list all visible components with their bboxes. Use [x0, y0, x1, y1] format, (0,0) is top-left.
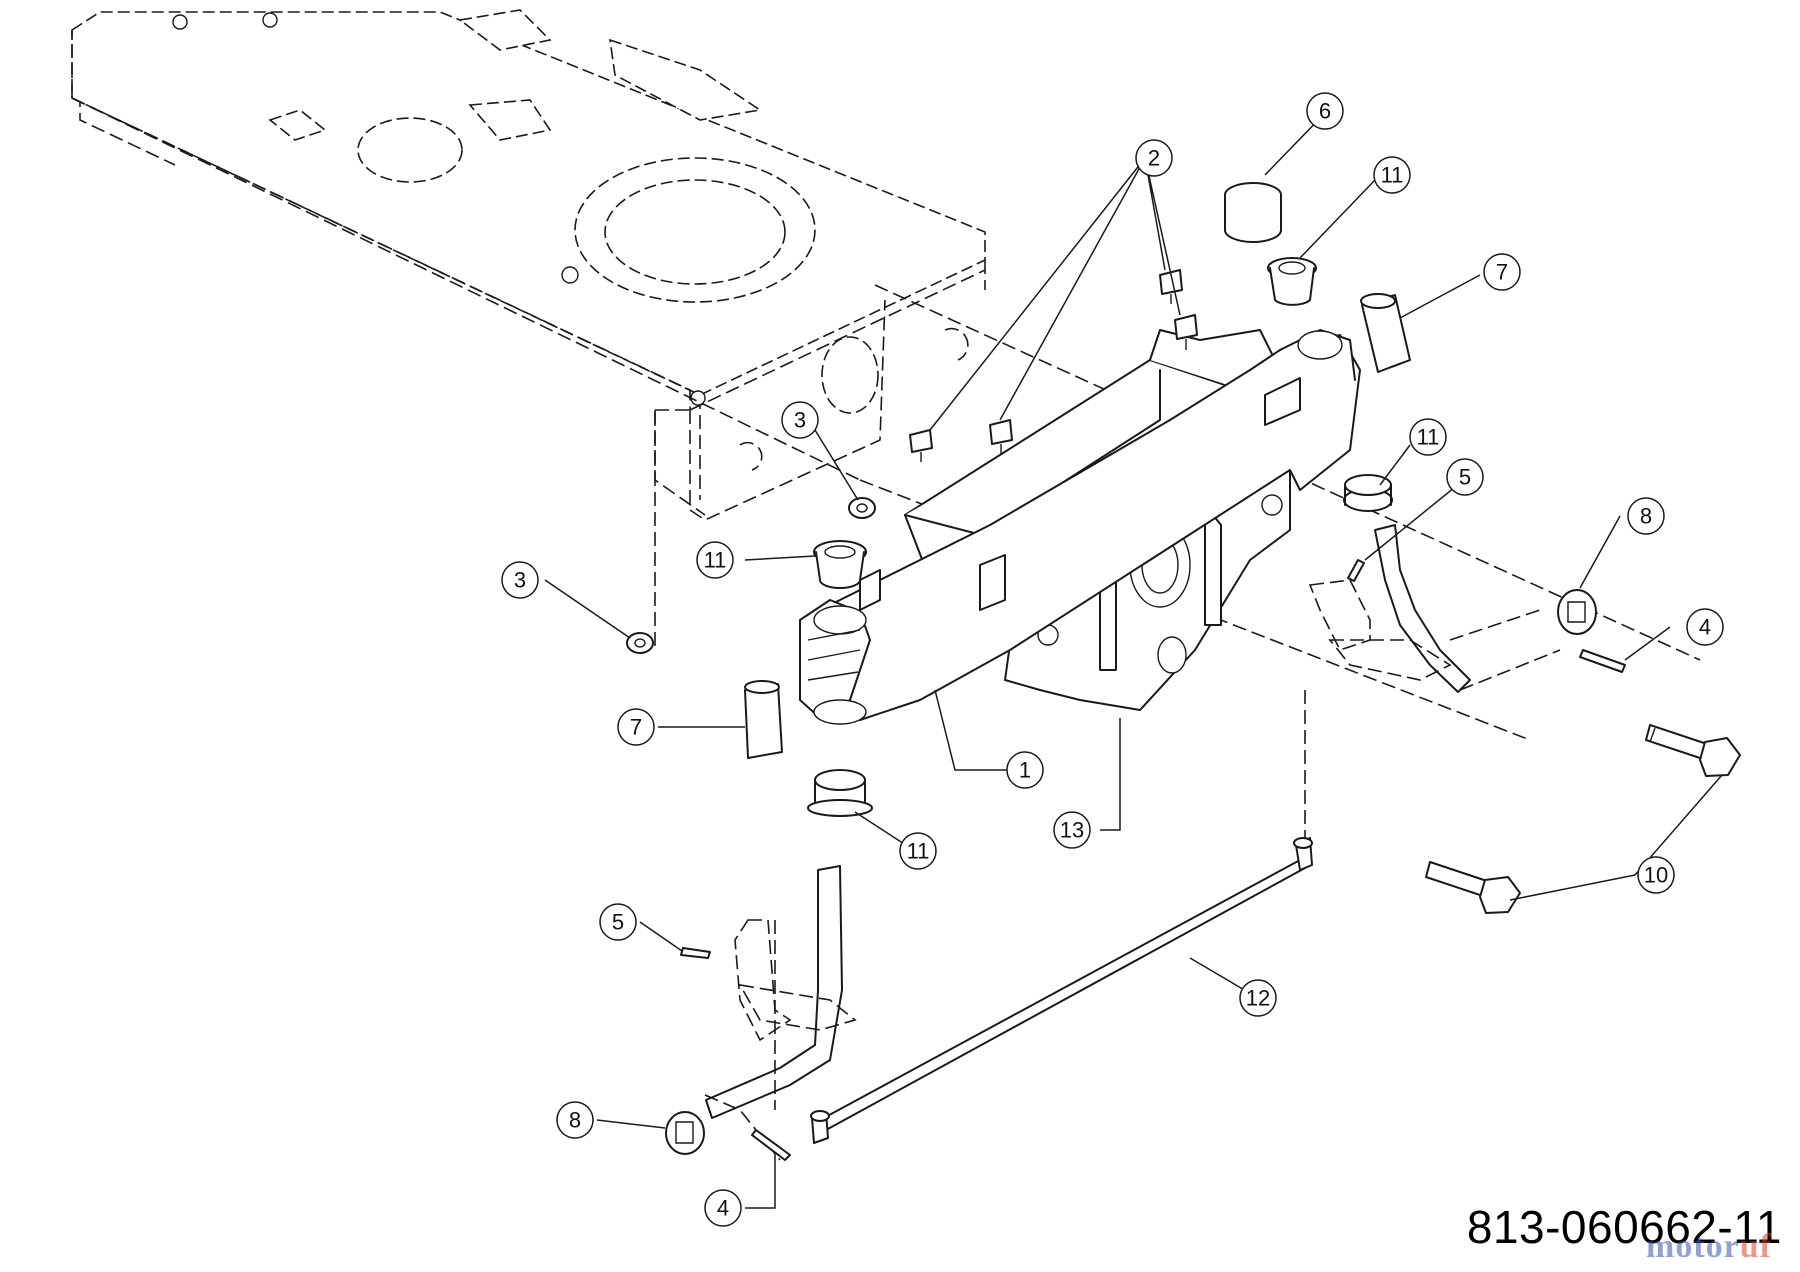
svg-text:4: 4: [717, 1196, 729, 1221]
callout-11-top: 11: [1373, 156, 1411, 194]
sleeve-right: [1360, 293, 1411, 373]
callout-8-right: 8: [1627, 497, 1665, 535]
watermark-part-a: motor: [1646, 1228, 1740, 1265]
sleeve-left: [744, 680, 783, 759]
svg-text:10: 10: [1644, 863, 1668, 888]
callout-11-left-lower: 11: [899, 832, 937, 870]
pivot-bolt-lower: [1425, 861, 1521, 914]
axle-cap: [1224, 182, 1282, 243]
callout-4-right: 4: [1686, 608, 1724, 646]
nut-upper: [848, 497, 876, 519]
callout-7-right: 7: [1483, 253, 1521, 291]
callout-labels: 1 2 3 3 4 4 5 5 6 7 7 8 8 10 11 11 11 11…: [501, 92, 1724, 1227]
svg-text:6: 6: [1319, 99, 1331, 124]
bolt-set: [909, 269, 1198, 462]
callout-3-upper: 3: [781, 401, 819, 439]
svg-text:7: 7: [630, 715, 642, 740]
svg-text:11: 11: [1381, 163, 1404, 188]
callout-4-left: 4: [704, 1189, 742, 1227]
svg-text:3: 3: [514, 568, 526, 593]
bushing-left-upper: [813, 540, 867, 589]
cotter-pins: [680, 559, 1626, 1161]
callout-7-left: 7: [617, 708, 655, 746]
svg-text:8: 8: [1640, 504, 1652, 529]
callout-10: 10: [1637, 856, 1675, 894]
callout-5-right: 5: [1446, 458, 1484, 496]
svg-text:13: 13: [1060, 818, 1084, 843]
chassis-frame: [71, 9, 986, 521]
callout-8-left: 8: [556, 1101, 594, 1139]
svg-text:4: 4: [1699, 615, 1711, 640]
svg-text:8: 8: [569, 1108, 581, 1133]
callout-11-left-upper: 11: [696, 541, 734, 579]
bushing-left-lower: [807, 769, 873, 817]
watermark-part-b: uf: [1739, 1228, 1772, 1265]
svg-text:5: 5: [612, 910, 624, 935]
svg-text:5: 5: [1459, 465, 1471, 490]
watermark-logo: motoruf: [1646, 1228, 1772, 1266]
callout-12: 12: [1239, 979, 1277, 1017]
svg-text:11: 11: [907, 839, 930, 864]
washer-left: [665, 1111, 705, 1155]
svg-text:3: 3: [794, 408, 806, 433]
svg-text:7: 7: [1496, 260, 1508, 285]
callout-5-left: 5: [599, 903, 637, 941]
svg-text:11: 11: [1417, 425, 1440, 450]
callout-3-lower: 3: [501, 561, 539, 599]
tie-rod: [810, 837, 1313, 1144]
part-number-label: 813-060662-11: [1466, 1201, 1782, 1253]
svg-text:2: 2: [1148, 146, 1160, 171]
nut-lower: [626, 632, 654, 654]
spindle-right: [1308, 524, 1561, 693]
bushing-right: [1343, 474, 1393, 512]
front-axle: [799, 329, 1361, 725]
svg-text:12: 12: [1246, 986, 1270, 1011]
callout-2: 2: [1135, 139, 1173, 177]
washer-right: [1557, 589, 1597, 635]
bushing-upper-right: [1267, 257, 1317, 306]
callout-11-right: 11: [1409, 418, 1447, 456]
svg-text:11: 11: [704, 548, 727, 573]
pivot-bolt-upper: [1645, 724, 1741, 777]
callout-6: 6: [1306, 92, 1344, 130]
svg-text:1: 1: [1019, 758, 1031, 783]
callout-13: 13: [1053, 811, 1091, 849]
callout-1: 1: [1006, 751, 1044, 789]
